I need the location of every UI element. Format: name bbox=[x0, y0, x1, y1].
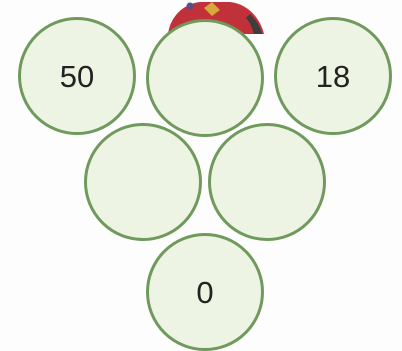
circle-value: 18 bbox=[316, 61, 350, 92]
pyramid-circle-top-middle[interactable] bbox=[146, 19, 264, 137]
pyramid-circle-middle-left[interactable] bbox=[84, 123, 202, 241]
circle-value: 50 bbox=[60, 61, 94, 92]
pyramid-circle-top-right[interactable]: 18 bbox=[274, 17, 392, 135]
pyramid-circle-bottom[interactable]: 0 bbox=[146, 233, 264, 351]
circle-value: 0 bbox=[196, 277, 213, 308]
pyramid-circle-top-left[interactable]: 50 bbox=[18, 17, 136, 135]
pyramid-circle-middle-right[interactable] bbox=[208, 123, 326, 241]
